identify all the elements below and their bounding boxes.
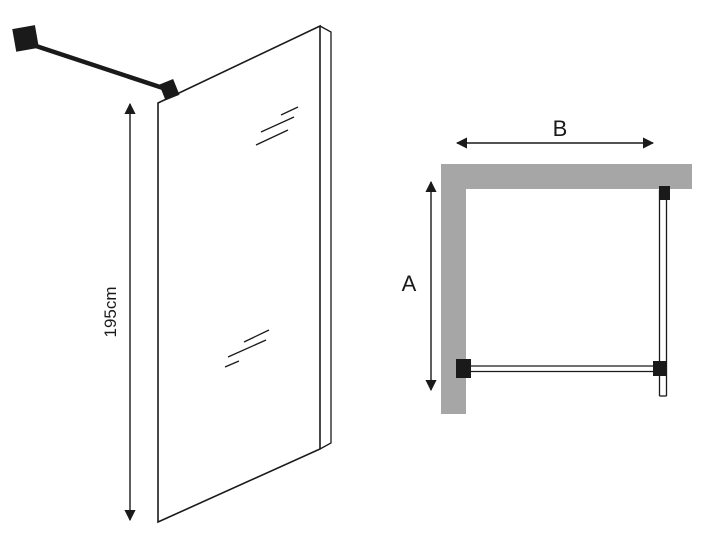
support-bar-plan [470, 365, 655, 373]
top-bracket-plan [659, 186, 670, 200]
width-dimension-label: B [553, 116, 568, 141]
wall-top [455, 164, 692, 189]
width-dimension: B [455, 116, 655, 149]
height-dimension: 195cm [101, 102, 136, 522]
glass-shine-upper [255, 106, 299, 146]
support-bar-wall-bracket [456, 359, 471, 378]
glass-shine-middle [224, 329, 270, 368]
side-view: 195cm [12, 24, 332, 524]
height-dimension-label: 195cm [101, 286, 120, 337]
support-bar-glass-bracket [653, 361, 667, 376]
depth-dimension-label: A [402, 271, 417, 296]
glass-edge [319, 25, 332, 450]
glass-panel [157, 24, 321, 524]
depth-dimension: A [402, 180, 437, 392]
support-bar [29, 41, 173, 94]
plan-view: B A [402, 116, 692, 414]
